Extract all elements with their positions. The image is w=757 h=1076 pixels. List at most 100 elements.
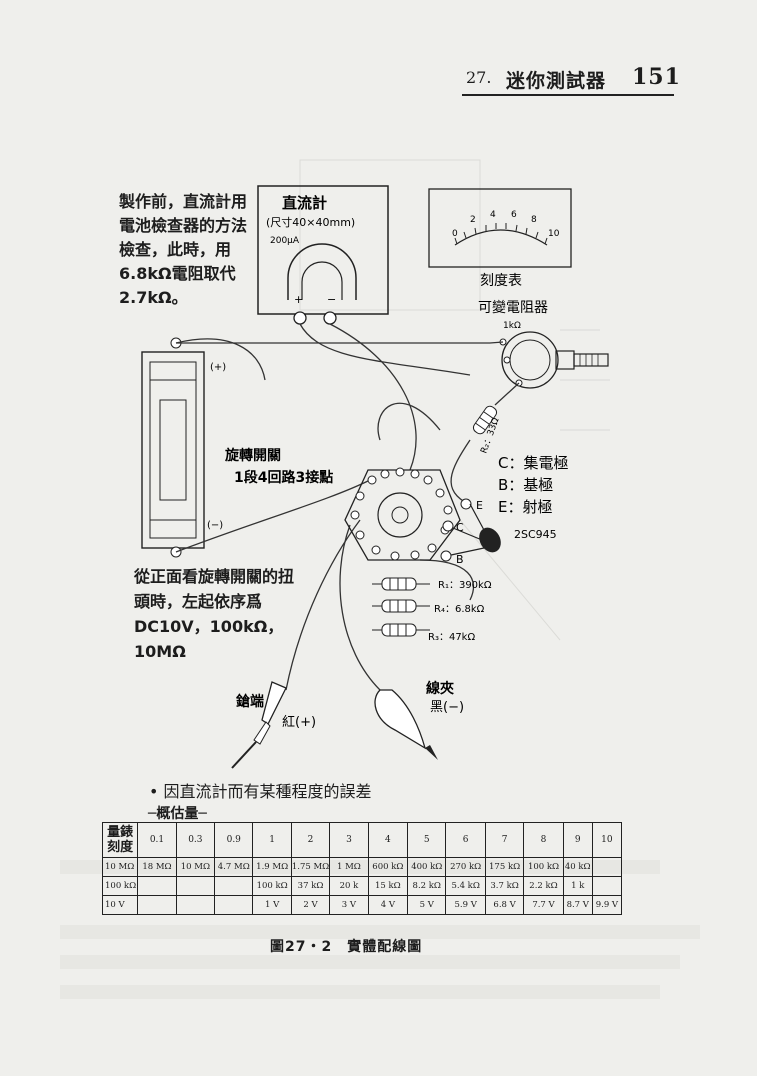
meter-window-inner: [301, 261, 343, 300]
table-cell: 6.8 V: [484, 895, 525, 915]
transistor-label: 2SC945: [514, 528, 557, 541]
scale-tick-0: 0: [452, 229, 458, 239]
table-cell: 7.7 V: [523, 895, 564, 915]
scale-tick-8: 8: [531, 215, 537, 225]
resistor-r4: [372, 599, 430, 613]
meter-terminal-plus: [293, 311, 307, 325]
table-header-cell: 6: [445, 822, 486, 858]
pot-body-inner: [509, 339, 551, 381]
table-cell: 2.2 kΩ: [523, 876, 564, 896]
table-cell: 5 V: [407, 895, 447, 915]
table-cell: 1.75 MΩ: [290, 857, 331, 877]
table-cell: [591, 857, 623, 877]
meter-size: (尺寸40×40mm): [266, 215, 355, 229]
switch-label-1: 旋轉開關: [224, 447, 281, 464]
row-label: 10 V: [101, 895, 139, 915]
table-cell: 1 V: [252, 895, 292, 915]
clip-black-label: 黑(−): [430, 700, 464, 715]
table-row: 100 kΩ 100 kΩ 37 kΩ 20 k 15 kΩ 8.2 kΩ 5.…: [101, 876, 623, 896]
table-cell: 3 V: [329, 895, 369, 915]
battery-minus-label: (−): [207, 520, 223, 531]
emitter-label: E：射極: [498, 498, 552, 516]
running-header: 27. 迷你測試器 151: [462, 64, 680, 96]
switch-order-note: 從正面看旋轉開關的扭頭時，左起依序爲DC10V，100kΩ，10MΩ: [134, 567, 295, 661]
meter-title: 直流計: [282, 194, 327, 212]
table-cell: [175, 876, 216, 896]
scale-tick-6: 6: [511, 210, 517, 220]
table-cell: 3.7 kΩ: [484, 876, 525, 896]
resistor-r1: [372, 577, 430, 591]
pin-e: E: [476, 499, 483, 512]
table-cell: 18 MΩ: [137, 857, 177, 877]
pot-shaft: [573, 353, 609, 367]
table-cell: 40 kΩ: [562, 857, 593, 877]
base-label: B：基極: [498, 476, 553, 494]
meter-plus: +: [294, 293, 303, 306]
table-header-cell: 1: [252, 822, 292, 858]
table-corner: 量錶刻度: [101, 822, 139, 858]
pot-body: [501, 331, 559, 389]
resistor-r3: [372, 623, 430, 637]
battery-holder: [141, 351, 205, 549]
scale-tick-10: 10: [548, 229, 560, 239]
scale-arc: [454, 229, 548, 246]
table-header-cell: 9: [562, 822, 593, 858]
table-cell: 1.9 MΩ: [252, 857, 292, 877]
alligator-clip: [374, 689, 438, 760]
meter-current: 200μA: [270, 236, 300, 246]
test-probe: [231, 681, 287, 769]
table-cell: 15 kΩ: [367, 876, 409, 896]
table-cell: 5.9 V: [445, 895, 486, 915]
table-header-cell: 0.1: [137, 822, 177, 858]
table-header-cell: 10: [591, 822, 623, 858]
pin-b: B: [456, 553, 464, 566]
table-row: 10 MΩ 18 MΩ 10 MΩ 4.7 MΩ 1.9 MΩ 1.75 MΩ …: [101, 857, 623, 877]
table-header-cell: 5: [407, 822, 447, 858]
table-header-cell: 8: [523, 822, 564, 858]
table-header-cell: 0.9: [214, 822, 254, 858]
estimate-label: ─概估量─: [148, 806, 207, 822]
scale-tick-2: 2: [470, 215, 476, 225]
table-header-cell: 0.3: [175, 822, 216, 858]
pin-c: C: [456, 521, 464, 534]
pot-value: 1kΩ: [503, 321, 521, 331]
chapter-number: 27.: [466, 68, 492, 87]
table-cell: 100 kΩ: [252, 876, 292, 896]
table-cell: 10 MΩ: [175, 857, 216, 877]
table-cell: [214, 895, 254, 915]
table-header-row: 量錶刻度 0.1 0.3 0.9 1 2 3 4 5 6 7 8 9 10: [101, 822, 623, 858]
transistor-body: [479, 527, 501, 553]
table-header-cell: 7: [484, 822, 525, 858]
table-cell: 175 kΩ: [484, 857, 525, 877]
meter-minus: −: [327, 293, 336, 306]
r3-label: R₃：47kΩ: [428, 632, 475, 643]
resistor-r2: [472, 405, 498, 435]
table-cell: 9.9 V: [591, 895, 623, 915]
scale-ticks: [454, 223, 548, 245]
collector-label: C：集電極: [498, 454, 568, 472]
pot-label: 可變電阻器: [478, 300, 548, 316]
pin-c-terminal: [442, 520, 454, 532]
table-cell: 600 kΩ: [367, 857, 409, 877]
table-cell: 8.2 kΩ: [407, 876, 447, 896]
pin-b-terminal: [440, 550, 452, 562]
error-note: • 因直流計而有某種程度的誤差: [149, 782, 372, 801]
table-cell: [175, 895, 216, 915]
table-cell: 400 kΩ: [407, 857, 447, 877]
calibration-note: 製作前，直流計用電池檢查器的方法檢查，此時，用6.8kΩ電阻取代2.7kΩ。: [119, 192, 248, 307]
table-cell: [137, 876, 177, 896]
table-cell: 2 V: [290, 895, 331, 915]
table-header-cell: 2: [290, 822, 331, 858]
r1-label: R₁：390kΩ: [438, 580, 492, 591]
chapter-title: 迷你測試器: [506, 70, 607, 92]
scale-dial: [428, 188, 572, 268]
table-cell: 100 kΩ: [523, 857, 564, 877]
table-cell: 1 MΩ: [329, 857, 369, 877]
switch-label-2: 1段4回路3接點: [234, 469, 333, 486]
table-cell: [137, 895, 177, 915]
rotary-switch: [344, 467, 461, 561]
r4-label: R₄：6.8kΩ: [434, 604, 485, 615]
clip-label: 線夾: [426, 680, 454, 697]
